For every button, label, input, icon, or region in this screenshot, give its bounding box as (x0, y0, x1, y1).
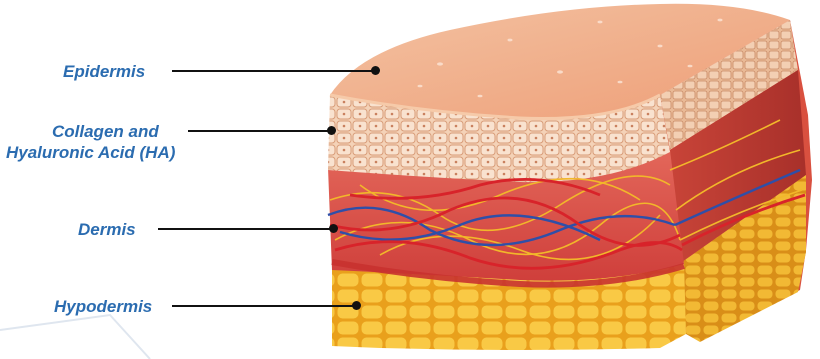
collagen-leader-line (188, 130, 330, 132)
hypodermis-leader-dot (352, 301, 361, 310)
collagen-leader-dot (327, 126, 336, 135)
epidermis-leader-dot (371, 66, 380, 75)
collagen-label-line2: Hyaluronic Acid (HA) (6, 143, 175, 163)
epidermis-leader-line (172, 70, 374, 72)
dermis-leader-dot (329, 224, 338, 233)
hypodermis-leader-line (172, 305, 356, 307)
collagen-label-line1: Collagen and (52, 122, 159, 142)
hypodermis-label: Hypodermis (54, 297, 152, 317)
dermis-leader-line (158, 228, 332, 230)
epidermis-label: Epidermis (63, 62, 145, 82)
dermis-label: Dermis (78, 220, 136, 240)
